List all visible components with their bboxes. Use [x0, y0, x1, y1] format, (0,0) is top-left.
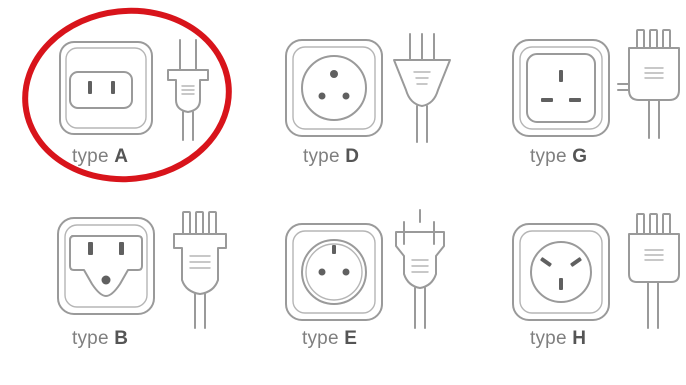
plug-type-label: type H: [530, 328, 586, 350]
plug-type-label: type G: [530, 146, 587, 168]
type-prefix: type: [302, 328, 339, 349]
type-prefix: type: [72, 328, 109, 349]
type-letter: D: [345, 146, 359, 167]
type-letter: E: [344, 328, 357, 349]
plug-type-label: type D: [303, 146, 359, 168]
plug-type-e: type E: [278, 210, 498, 385]
type-prefix: type: [530, 146, 567, 167]
type-d-outlet-icon: [278, 30, 498, 160]
type-h-outlet-icon: [505, 210, 686, 340]
plug-type-d: type D: [278, 30, 498, 205]
type-letter: H: [572, 328, 586, 349]
type-letter: A: [114, 146, 128, 167]
type-a-outlet-icon: [50, 30, 270, 160]
plug-type-b: type B: [50, 210, 270, 385]
plug-type-g: type G: [505, 30, 686, 205]
plug-type-label: type A: [72, 146, 128, 168]
plug-type-h: type H: [505, 210, 686, 385]
type-prefix: type: [530, 328, 567, 349]
type-prefix: type: [303, 146, 340, 167]
type-letter: B: [114, 328, 128, 349]
plug-type-a: type A: [50, 30, 270, 205]
type-e-outlet-icon: [278, 210, 498, 340]
type-b-outlet-icon: [50, 210, 270, 340]
type-prefix: type: [72, 146, 109, 167]
type-g-outlet-icon: [505, 30, 686, 160]
plug-type-label: type E: [302, 328, 357, 350]
type-letter: G: [572, 146, 587, 167]
plug-type-label: type B: [72, 328, 128, 350]
